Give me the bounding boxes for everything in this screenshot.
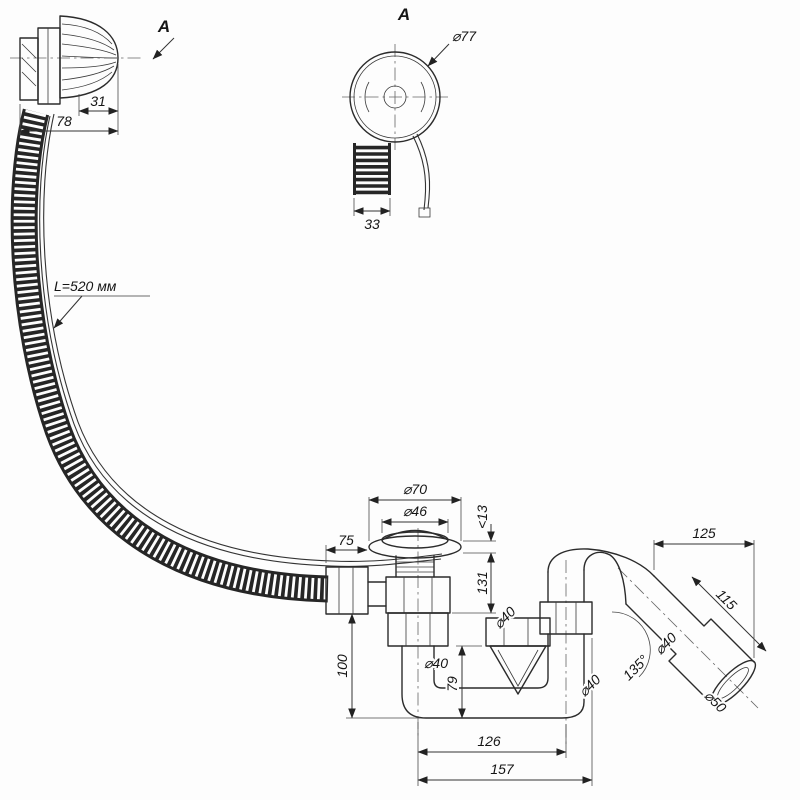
dim-cone-height: 79 xyxy=(442,645,482,719)
view-arrow-label: A xyxy=(157,17,170,36)
overflow-cable xyxy=(39,113,443,567)
dim-126-label: 126 xyxy=(477,733,501,749)
hose-length-leader: L=520 мм xyxy=(53,278,150,329)
dim-side-inlet: 75 xyxy=(325,530,368,563)
dim-fitting-depth: 78 xyxy=(19,111,119,135)
view-direction-arrow: A xyxy=(152,17,175,60)
hose-union-nut xyxy=(325,566,369,615)
dim-d40-pipe-label: ⌀40 xyxy=(424,655,448,671)
dim-157-label: 157 xyxy=(490,761,515,777)
dim-75-label: 75 xyxy=(338,532,354,548)
dim-front-diameter: ⌀77 xyxy=(427,26,479,67)
dim-13-label: <13 xyxy=(474,505,490,529)
dim-outlet-length: 115 xyxy=(691,576,767,652)
dim-body-height: 131 xyxy=(452,552,496,614)
dim-d77-label: ⌀77 xyxy=(452,28,477,44)
dim-d40-riser-label: ⌀40 xyxy=(575,671,603,699)
dim-135-label: 135° xyxy=(620,651,652,683)
dim-131-label: 131 xyxy=(474,571,490,594)
dim-115-label: 115 xyxy=(713,586,740,613)
dim-inlet-height: 100 xyxy=(332,613,420,719)
dim-31-label: 31 xyxy=(90,93,106,109)
dim-d70-label: ⌀70 xyxy=(403,481,427,497)
corrugated-hose xyxy=(10,108,329,603)
dim-d46-label: ⌀46 xyxy=(403,503,427,519)
dim-flange-diameter: ⌀70 xyxy=(368,479,462,541)
front-view-cable xyxy=(412,133,431,218)
front-view-title: A xyxy=(397,5,410,24)
dim-plug-diameter: ⌀46 xyxy=(381,501,449,533)
dim-79-label: 79 xyxy=(444,676,460,692)
dim-125-label: 125 xyxy=(692,525,716,541)
drain-assembly: ⌀70 ⌀46 75 <13 131 100 xyxy=(325,479,767,786)
hose-length-label: L=520 мм xyxy=(54,278,117,294)
dim-100-label: 100 xyxy=(334,654,350,678)
dim-d40-cone-label: ⌀40 xyxy=(490,603,518,631)
dim-outlet-projection: 125 xyxy=(653,523,755,658)
dim-stub-width: 33 xyxy=(353,198,391,234)
dim-d50-label: ⌀50 xyxy=(701,687,729,715)
drain-flange xyxy=(368,535,462,559)
overflow-head-front-view: A ⌀77 33 xyxy=(342,5,479,234)
dim-flange-lip: <13 xyxy=(463,503,496,570)
overflow-fitting-side-view: 31 78 xyxy=(10,15,144,135)
dim-span-to-riser: 126 xyxy=(417,722,567,786)
drain-union-nut xyxy=(387,612,449,647)
dim-33-label: 33 xyxy=(364,216,380,232)
dim-78-label: 78 xyxy=(56,113,72,129)
cone-valve xyxy=(489,645,547,695)
dim-span-total: 157 xyxy=(417,638,593,786)
